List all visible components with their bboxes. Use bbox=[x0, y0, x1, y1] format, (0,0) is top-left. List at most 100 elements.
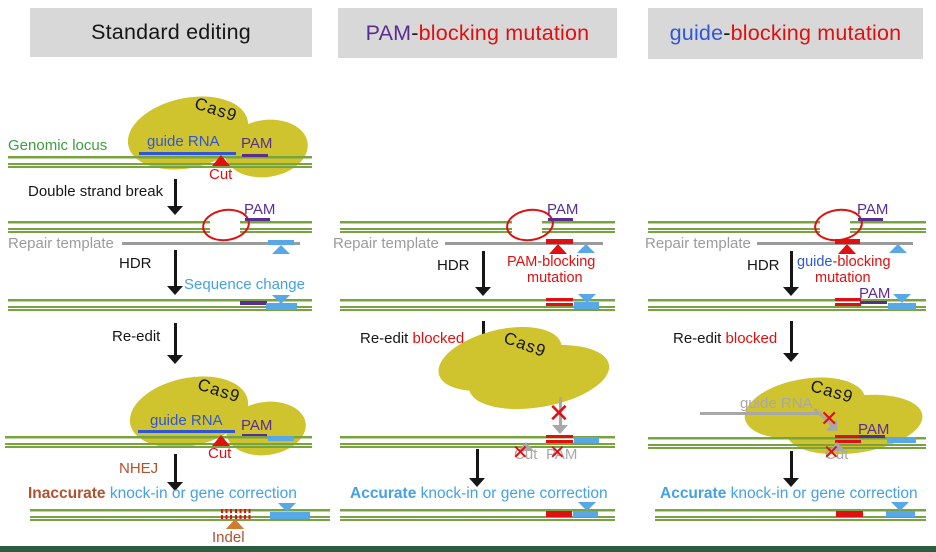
knock-in-label: knock-in or gene correction bbox=[109, 485, 297, 502]
x-icon: ✕ bbox=[549, 442, 566, 464]
dna-strand-break-right bbox=[542, 221, 615, 233]
sequence-change-label: Sequence change bbox=[184, 276, 305, 293]
sequence-change-triangle-icon bbox=[272, 245, 290, 254]
re-edit-blocked-line: Re-edit blocked bbox=[360, 330, 464, 347]
sequence-change-bar bbox=[574, 437, 599, 443]
x-icon: ✕ bbox=[548, 398, 570, 428]
sequence-change-triangle-icon bbox=[272, 295, 290, 304]
cut-triangle-icon bbox=[212, 155, 230, 166]
cut-triangle-icon bbox=[212, 435, 230, 446]
knock-in-label: knock-in or gene correction bbox=[420, 485, 608, 502]
sequence-change-bar bbox=[886, 511, 915, 517]
x-icon: ✕ bbox=[823, 442, 840, 464]
dna-strand-break-left bbox=[340, 221, 512, 233]
guide-rna-label: guide RNA bbox=[150, 412, 223, 429]
indel-label: Indel bbox=[212, 529, 245, 546]
repair-template-label: Repair template bbox=[8, 235, 114, 252]
accurate-label: Accurate bbox=[350, 485, 417, 502]
pam-label: PAM bbox=[858, 421, 890, 438]
down-arrow-icon bbox=[783, 251, 799, 296]
repair-template-line bbox=[445, 242, 603, 245]
down-arrow-icon bbox=[783, 451, 799, 487]
indel-dotted-bar bbox=[221, 509, 252, 513]
nhej-label: NHEJ bbox=[119, 460, 159, 477]
gray-down-arrow-icon bbox=[552, 397, 568, 434]
pam-label: PAM bbox=[241, 135, 273, 152]
pam-bar bbox=[240, 301, 267, 305]
accurate-label: Accurate bbox=[660, 485, 727, 502]
pam-underline bbox=[245, 218, 270, 221]
pam-underline bbox=[548, 218, 573, 221]
pam-underline bbox=[859, 435, 885, 438]
re-edit-label: Re-edit bbox=[360, 330, 409, 347]
blocking-word: -blocking bbox=[832, 254, 891, 270]
header-hyphen: - bbox=[723, 21, 731, 45]
indel-triangle-icon bbox=[226, 519, 244, 529]
down-arrow-icon bbox=[167, 250, 183, 295]
re-edit-blocked-line: Re-edit blocked bbox=[673, 330, 777, 347]
down-arrow-icon bbox=[475, 251, 491, 296]
guide-blocking-mutation-bar bbox=[835, 239, 860, 244]
guide-rna-line bbox=[700, 412, 818, 415]
guide-rna-underline bbox=[138, 430, 235, 433]
bottom-border-bar bbox=[0, 546, 936, 552]
hdr-label: HDR bbox=[437, 257, 470, 274]
sequence-change-bar bbox=[573, 511, 598, 517]
cut-label: Cut bbox=[209, 166, 233, 183]
dna-strand-break-left bbox=[648, 221, 820, 233]
mutation-triangle-icon bbox=[838, 244, 856, 254]
header-pam-blocking: PAM-blocking mutation bbox=[338, 8, 617, 58]
pam-label: PAM bbox=[241, 417, 273, 434]
x-icon: ✕ bbox=[512, 442, 529, 464]
genomic-locus-label: Genomic locus bbox=[8, 137, 108, 154]
sequence-change-bar bbox=[268, 240, 294, 245]
blocked-label: blocked bbox=[725, 330, 778, 347]
double-strand-break-label: Double strand break bbox=[28, 183, 164, 200]
guide-blocking-mutation-bar bbox=[835, 435, 861, 443]
down-arrow-icon bbox=[167, 454, 183, 491]
sequence-change-bar bbox=[888, 303, 916, 310]
header-standard-editing-label: Standard editing bbox=[91, 20, 251, 44]
header-pam-part: PAM bbox=[365, 20, 412, 45]
cut-label: Cut bbox=[208, 445, 232, 462]
mutation-label: mutation bbox=[815, 270, 871, 286]
repair-template-label: Repair template bbox=[333, 235, 439, 252]
sequence-change-bar bbox=[270, 512, 310, 519]
cut-blocked-label: Cut bbox=[514, 446, 538, 463]
guide-blocking-mutation-bar bbox=[835, 298, 861, 306]
guide-word: guide bbox=[797, 254, 833, 270]
outcome-line: Accurate knock-in or gene correction bbox=[350, 485, 608, 503]
cut-blocked-label: Cut bbox=[825, 446, 849, 463]
mutation-triangle-icon bbox=[549, 244, 567, 254]
header-blocking-part: blocking mutation bbox=[418, 20, 590, 45]
inaccurate-label: Inaccurate bbox=[28, 485, 106, 502]
x-icon: ✕ bbox=[820, 406, 839, 431]
pam-label: PAM bbox=[244, 201, 276, 218]
guide-rna-underline bbox=[139, 152, 236, 155]
pam-underline bbox=[858, 218, 883, 221]
sequence-change-bar bbox=[266, 303, 297, 310]
sequence-change-triangle-icon bbox=[891, 502, 909, 511]
sequence-change-triangle-icon bbox=[578, 294, 596, 303]
dna-strand bbox=[5, 436, 312, 448]
pam-blocking-mutation-bar bbox=[546, 511, 572, 517]
down-arrow-icon bbox=[783, 321, 799, 362]
guide-blocking-mutation-bar bbox=[836, 511, 863, 517]
outcome-line: Accurate knock-in or gene correction bbox=[660, 485, 918, 503]
pam-underline bbox=[242, 154, 268, 157]
dna-strand-outcome bbox=[30, 509, 330, 521]
guide-rna-blocked-label: guide RNA bbox=[740, 395, 813, 412]
dna-strand bbox=[8, 156, 312, 168]
pam-label: PAM bbox=[859, 285, 891, 302]
pam-blocking-mutation-bar bbox=[546, 298, 573, 306]
down-arrow-icon bbox=[167, 323, 183, 364]
dna-strand bbox=[648, 437, 926, 449]
re-edit-label: Re-edit bbox=[112, 328, 161, 345]
sequence-change-bar bbox=[887, 437, 916, 443]
header-blocking-part: blocking mutation bbox=[730, 21, 902, 45]
guide-rna-label: guide RNA bbox=[147, 133, 220, 150]
mutation-label: mutation bbox=[527, 270, 583, 286]
sequence-change-triangle-icon bbox=[577, 244, 595, 253]
guide-blocking-label: guide-blocking bbox=[797, 254, 891, 271]
